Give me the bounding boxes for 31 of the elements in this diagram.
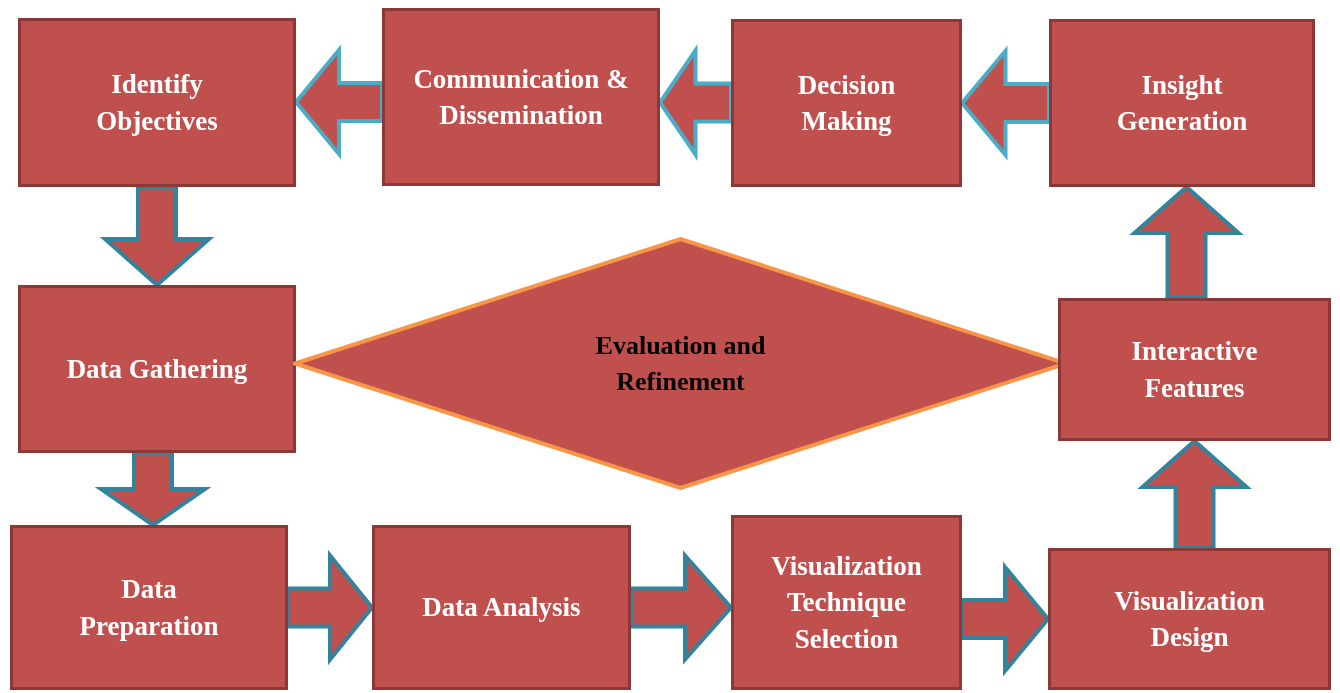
box-label: Data Preparation bbox=[78, 573, 220, 643]
process-box bbox=[372, 525, 631, 690]
process-box bbox=[731, 515, 962, 690]
block-arrow bbox=[629, 550, 734, 665]
block-arrow bbox=[959, 45, 1051, 161]
block-arrow bbox=[94, 451, 212, 528]
box-label: Interactive Features bbox=[1130, 335, 1259, 405]
box-label: Visualization Design bbox=[1113, 584, 1266, 654]
process-box bbox=[382, 8, 660, 186]
box-label: Identify Objectives bbox=[95, 68, 219, 138]
block-arrow bbox=[293, 44, 384, 160]
process-box bbox=[18, 285, 296, 453]
box-label: Decision Making bbox=[796, 68, 897, 138]
process-box bbox=[1048, 548, 1331, 690]
block-arrow bbox=[960, 561, 1051, 677]
process-box bbox=[731, 19, 962, 187]
block-arrow bbox=[286, 549, 375, 666]
block-arrow bbox=[657, 44, 733, 161]
block-arrow bbox=[1137, 438, 1252, 550]
process-box bbox=[1049, 19, 1315, 187]
process-box bbox=[10, 525, 288, 690]
box-label: Visualization Technique Selection bbox=[770, 549, 923, 656]
box-label: Insight Generation bbox=[1115, 68, 1249, 138]
box-label: Evaluation and Refinement bbox=[594, 330, 767, 398]
box-label: Communication & Dissemination bbox=[412, 62, 630, 132]
block-arrow bbox=[99, 185, 215, 288]
box-label: Data Analysis bbox=[421, 591, 582, 625]
process-box bbox=[18, 18, 296, 187]
block-arrow bbox=[1129, 184, 1244, 300]
process-box bbox=[1058, 298, 1331, 441]
box-label: Data Gathering bbox=[65, 352, 249, 386]
